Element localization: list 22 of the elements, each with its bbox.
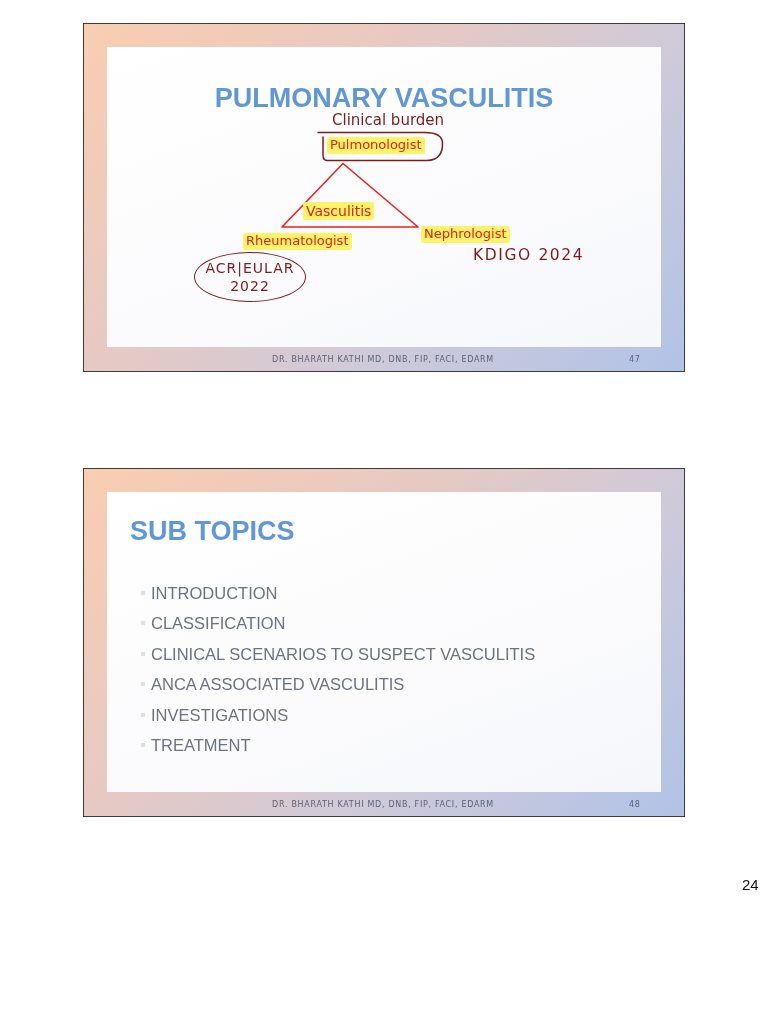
slide-title: SUB TOPICS	[130, 517, 295, 547]
page-number: 24	[742, 876, 759, 894]
slide-frame	[83, 23, 685, 372]
highlighted-label: Nephrologist	[421, 226, 510, 243]
handwritten-note: ACR|EULAR 2022	[204, 258, 296, 296]
list-item: ANCA ASSOCIATED VASCULITIS	[151, 675, 405, 695]
slide-number: 48	[629, 800, 641, 810]
list-item: INVESTIGATIONS	[151, 705, 289, 725]
slide-number: 47	[629, 355, 641, 365]
list-item: CLINICAL SCENARIOS TO SUSPECT VASCULITIS	[151, 644, 536, 664]
list-item: TREATMENT	[151, 736, 251, 755]
list-item: INTRODUCTION	[151, 584, 278, 603]
highlighted-label: Pulmonologist	[327, 137, 425, 154]
handwritten-note: KDIGO 2024	[473, 246, 585, 265]
footer-text: DR. BHARATH KATHI MD, DNB, FIP, FACI, EDARM	[272, 800, 494, 810]
slide-frame	[83, 468, 685, 817]
footer-text: DR. BHARATH KATHI MD, DNB, FIP, FACI, EDARM	[272, 355, 494, 365]
highlighted-label: Vasculitis	[303, 202, 375, 221]
highlighted-label: Rheumatologist	[243, 233, 352, 250]
list-item: CLASSIFICATION	[151, 614, 286, 634]
slide-title: PULMONARY VASCULITIS	[214, 84, 554, 113]
handwritten-note: Clinical burden	[332, 111, 445, 129]
